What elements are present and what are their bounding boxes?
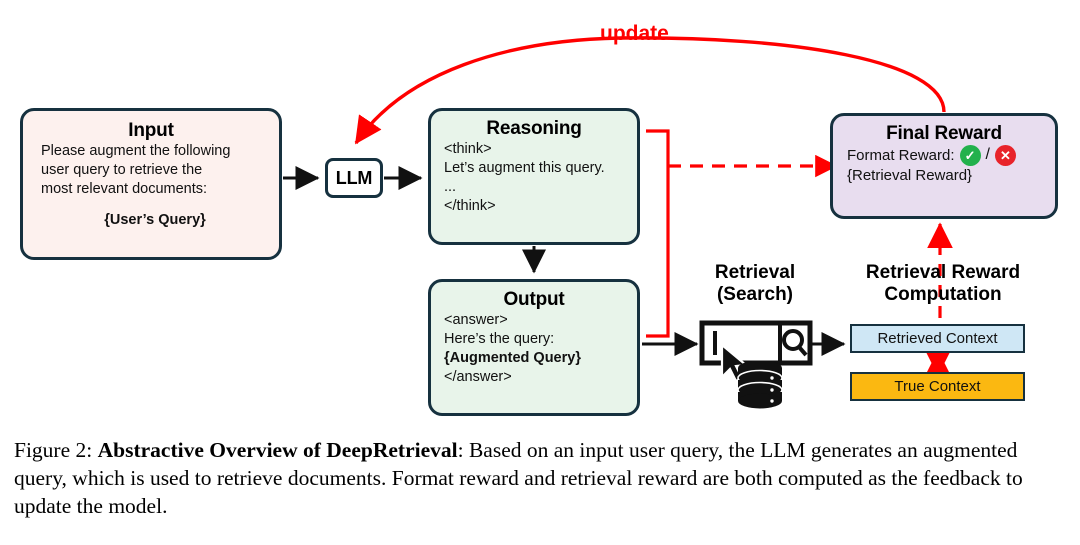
input-line-3: most relevant documents: — [41, 180, 208, 197]
final-reward-node: Final Reward Format Reward: ✓ / ✕ {Retri… — [830, 113, 1058, 219]
mouse-cursor-icon — [720, 342, 749, 383]
true-context-box: True Context — [850, 372, 1025, 401]
check-circle-icon: ✓ — [959, 145, 981, 166]
search-bar-icon — [699, 320, 813, 366]
format-reward-label: Format Reward: — [847, 146, 955, 164]
reasoning-line-2: Let’s augment this query. — [444, 160, 605, 177]
reward-separator: / — [985, 146, 990, 164]
true-context-label: True Context — [894, 378, 981, 395]
output-title: Output — [503, 289, 565, 310]
caption-bold-title: Abstractive Overview of DeepRetrieval — [97, 438, 458, 462]
caption-prefix: Figure 2: — [14, 438, 98, 462]
retrieval-heading-line-2: (Search) — [716, 283, 794, 305]
x-circle-icon: ✕ — [994, 145, 1016, 166]
reasoning-title: Reasoning — [486, 118, 582, 139]
reasoning-line-1: <think> — [444, 141, 492, 157]
input-node: Input Please augment the following user … — [20, 108, 282, 260]
reasoning-body: <think> Let’s augment this query. ... </… — [441, 140, 627, 217]
output-line-4: </answer> — [444, 369, 512, 386]
update-edge-label: update — [600, 22, 669, 45]
input-title: Input — [128, 120, 174, 141]
retrieval-reward-placeholder: {Retrieval Reward} — [847, 167, 973, 184]
input-body: Please augment the following user query … — [33, 142, 269, 229]
output-node: Output <answer> Here’s the query: {Augme… — [428, 279, 640, 416]
output-augmented-query-placeholder: {Augmented Query} — [444, 350, 581, 367]
rrc-heading-line-1: Retrieval Reward — [865, 262, 1021, 283]
edge-bracket-reasoning-output — [646, 129, 670, 338]
retrieval-heading-line-1: Retrieval — [714, 262, 796, 283]
input-line-1: Please augment the following — [41, 143, 231, 159]
input-line-2: user query to retrieve the — [41, 161, 203, 178]
final-reward-body: Format Reward: ✓ / ✕ {Retrieval Reward} — [841, 145, 1047, 186]
reasoning-line-4: </think> — [444, 198, 496, 215]
llm-label: LLM — [335, 168, 373, 188]
input-user-query-placeholder: {User’s Query} — [104, 211, 206, 228]
output-body: <answer> Here’s the query: {Augmented Qu… — [441, 311, 627, 388]
retrieval-heading: Retrieval (Search) — [690, 262, 820, 306]
database-icon — [737, 360, 783, 409]
reasoning-line-3: ... — [444, 179, 457, 196]
format-reward-row: Format Reward: ✓ / ✕ — [847, 145, 1047, 166]
retrieved-context-label: Retrieved Context — [877, 330, 998, 347]
llm-node: LLM — [325, 158, 383, 198]
output-line-2: Here’s the query: — [444, 331, 555, 348]
retrieved-context-box: Retrieved Context — [850, 324, 1025, 353]
rrc-heading-line-2: Computation — [884, 283, 1002, 305]
final-reward-title: Final Reward — [886, 123, 1002, 144]
caption-rest: : Based on an input user query, the LLM … — [14, 438, 1023, 518]
reasoning-node: Reasoning <think> Let’s augment this que… — [428, 108, 640, 245]
output-line-1: <answer> — [444, 312, 508, 328]
retrieval-reward-computation-heading: Retrieval Reward Computation — [848, 262, 1038, 306]
figure-caption: Figure 2: Abstractive Overview of DeepRe… — [14, 437, 1064, 521]
